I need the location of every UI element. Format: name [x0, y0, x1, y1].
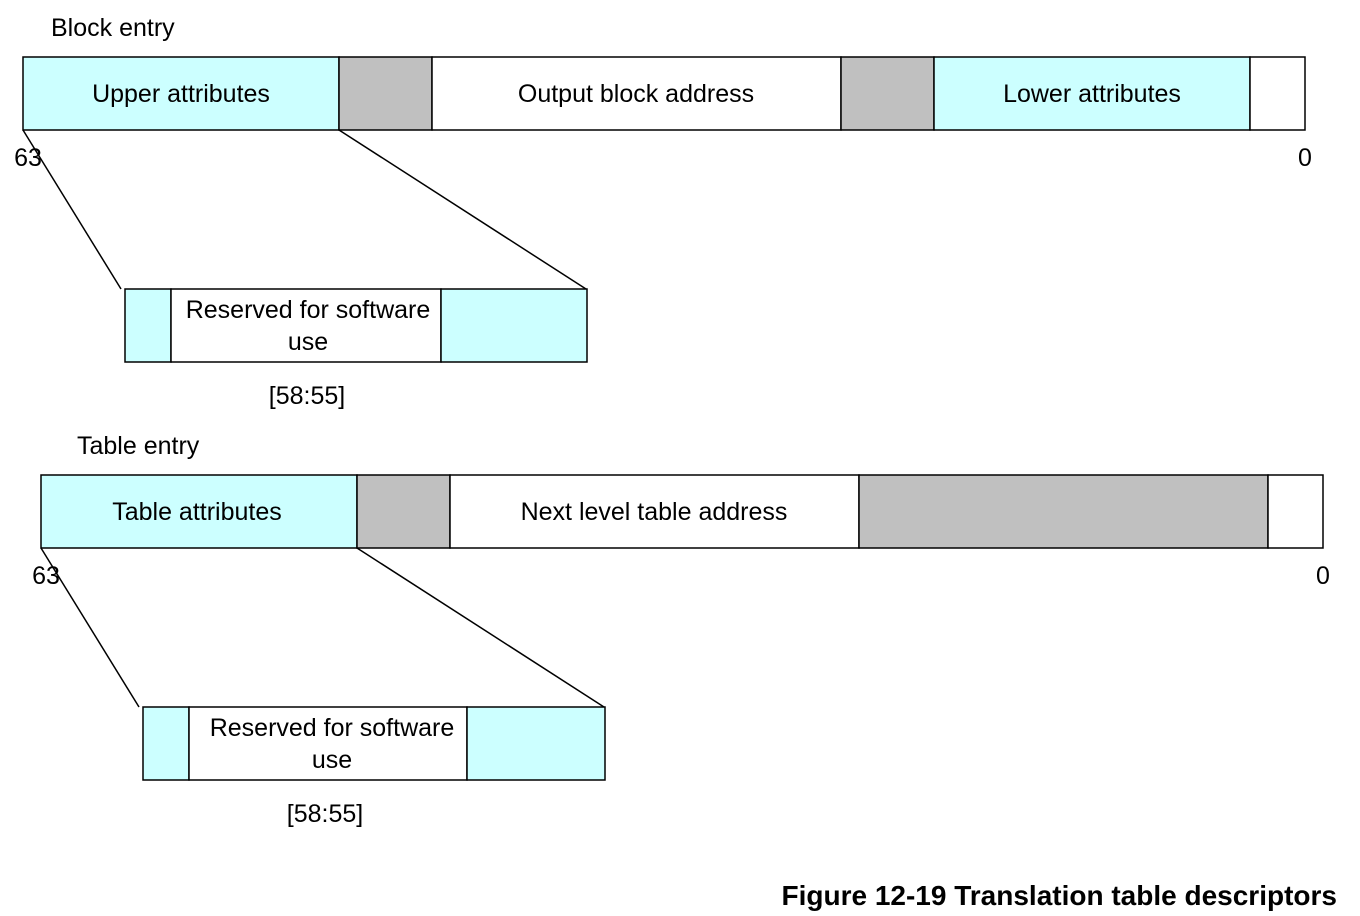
reserved-for-software-use-label-cont: use — [312, 746, 352, 774]
reserved-field — [840, 56, 935, 131]
msb-bit-label: 63 — [32, 562, 60, 590]
reserved-for-software-use-label: Reserved for software — [210, 714, 455, 742]
next-level-table-address-field — [449, 474, 860, 549]
descriptor-type-field — [1249, 56, 1306, 131]
reserved-field — [338, 56, 433, 131]
table-attributes-label: Table attributes — [112, 498, 282, 526]
expansion-line-left — [22, 129, 122, 290]
block-entry: Block entry Upper attributes Output bloc… — [14, 14, 1312, 410]
reserved-for-software-use-field — [188, 706, 468, 781]
output-block-address-label: Output block address — [518, 80, 754, 108]
block-entry-title: Block entry — [51, 14, 175, 42]
expansion-line-left — [40, 547, 140, 708]
upper-attributes-label: Upper attributes — [92, 80, 270, 108]
figure-caption: Figure 12-19 Translation table descripto… — [781, 880, 1337, 911]
lsb-bit-label: 0 — [1298, 144, 1312, 172]
reserved-field — [356, 474, 451, 549]
bit-range-label: [58:55] — [269, 382, 345, 410]
reserved-for-software-use-label: Reserved for software — [186, 296, 431, 324]
expansion-line-right — [338, 129, 587, 290]
table-entry: Table entry Table attributes Next level … — [32, 432, 1330, 828]
table-attributes-low-bits — [466, 706, 606, 781]
lsb-bit-label: 0 — [1316, 562, 1330, 590]
reserved-field — [858, 474, 1269, 549]
next-level-table-address-label: Next level table address — [521, 498, 788, 526]
reserved-for-software-use-label-cont: use — [288, 328, 328, 356]
msb-bit-label: 63 — [14, 144, 42, 172]
upper-attributes-high-bits — [124, 288, 172, 363]
expansion-line-right — [356, 547, 605, 708]
lower-attributes-label: Lower attributes — [1003, 80, 1181, 108]
upper-attributes-low-bits — [440, 288, 588, 363]
table-entry-title: Table entry — [77, 432, 200, 460]
bit-range-label: [58:55] — [287, 800, 363, 828]
upper-attributes-field — [22, 56, 340, 131]
lower-attributes-field — [933, 56, 1251, 131]
output-block-address-field — [431, 56, 842, 131]
table-attributes-high-bits — [142, 706, 190, 781]
table-attributes-field — [40, 474, 358, 549]
reserved-for-software-use-field — [170, 288, 442, 363]
descriptor-type-field — [1267, 474, 1324, 549]
